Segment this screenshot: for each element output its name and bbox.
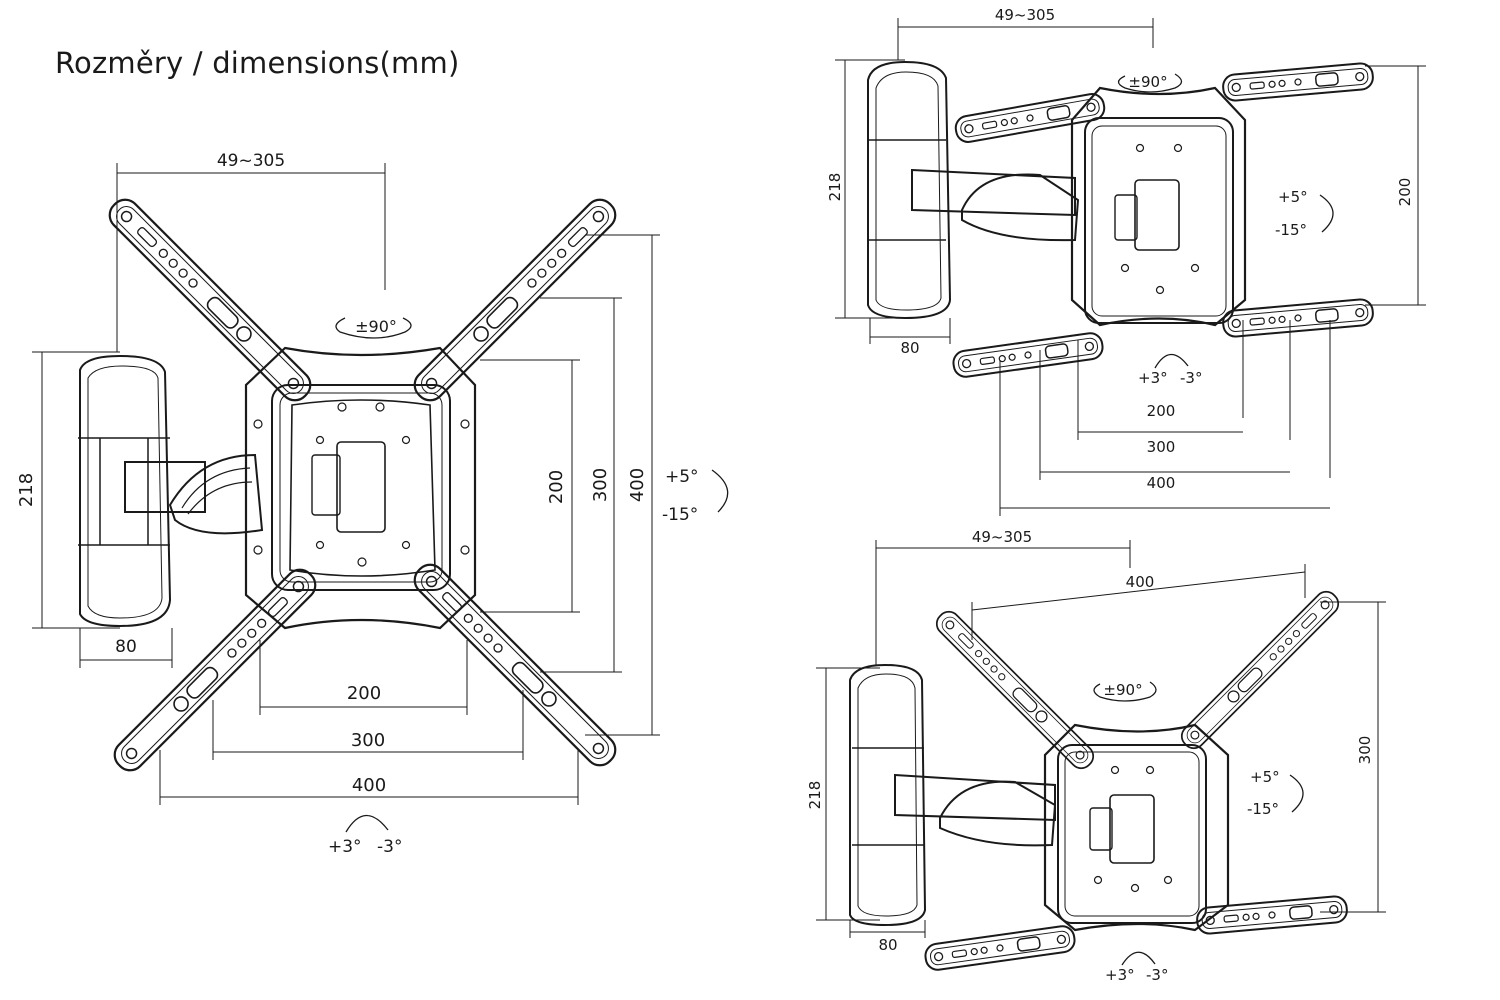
front-swivel-left-label: +3° (328, 837, 362, 857)
side-bottom-dim-wall-height: 218 (806, 667, 880, 921)
side-bottom-wall-depth-label: 80 (878, 936, 897, 954)
front-arm (124, 453, 264, 535)
side-bottom-view: ±90° 49~305 400 300 218 (806, 528, 1386, 984)
side-bottom-tilt-down-label: -15° (1247, 800, 1279, 818)
side-bottom-dim-vertical: 300 (1320, 601, 1386, 913)
side-bottom-dim-arm-range: 49~305 (875, 528, 1131, 665)
front-swivel-right-label: -3° (377, 837, 402, 857)
side-bottom-arm (894, 773, 1057, 847)
side-top-rails (950, 61, 1375, 380)
side-top-swivel-right-label: -3° (1180, 369, 1202, 387)
side-top-swivel-left-label: +3° (1138, 369, 1168, 387)
side-bottom-width-label: 400 (1126, 573, 1155, 591)
side-top-dim-wall-depth: 80 (869, 318, 951, 357)
page-title: Rozměry / dimensions(mm) (55, 46, 460, 80)
front-wall-depth-label: 80 (115, 637, 137, 657)
front-swivel: +3° -3° (328, 814, 402, 857)
front-rotation-label: ±90° (355, 317, 397, 336)
side-bottom-plate (1043, 723, 1230, 932)
front-dim-wall-height: 218 (16, 351, 120, 629)
side-top-view: ±90° 49~305 218 80 200 +5° (826, 6, 1426, 516)
side-bottom-rotation-arrow (1093, 681, 1157, 702)
side-top-tilt-down-label: -15° (1275, 221, 1307, 239)
front-h200-label: 200 (347, 683, 381, 704)
side-bottom-dim-wall-depth: 80 (849, 920, 926, 954)
side-bottom-v300-label: 300 (1356, 736, 1374, 765)
side-top-wall-plate (867, 60, 952, 320)
side-top-dim-vertical: 200 (1365, 65, 1426, 306)
side-bottom-dim-width: 400 (971, 564, 1306, 640)
side-bottom-rotation-label: ±90° (1103, 681, 1142, 699)
front-dim-arm-range: 49~305 (116, 151, 386, 352)
front-wall-plate (78, 354, 172, 628)
side-top-dim-arm-range: 49~305 (897, 6, 1154, 60)
side-top-swivel: +3° -3° (1138, 353, 1202, 387)
side-top-wall-height-label: 218 (826, 173, 844, 202)
front-h400-label: 400 (352, 775, 386, 796)
side-top-tilt: +5° -15° (1275, 188, 1334, 239)
side-bottom-rails (922, 894, 1349, 973)
side-top-h300-label: 300 (1147, 438, 1176, 456)
side-bottom-wall-plate (849, 663, 927, 927)
side-bottom-swivel-right-label: -3° (1146, 966, 1168, 984)
side-bottom-tilt-up-label: +5° (1250, 768, 1280, 786)
front-v200-label: 200 (546, 470, 567, 504)
side-top-plate (1070, 86, 1247, 327)
front-v300-label: 300 (590, 468, 611, 502)
front-dim-horizontal: 200 300 400 (159, 640, 579, 805)
side-top-tilt-up-label: +5° (1278, 188, 1308, 206)
side-bottom-swivel: +3° -3° (1105, 951, 1168, 984)
side-top-dim-horizontal: 200 300 400 (999, 320, 1331, 516)
front-v400-label: 400 (627, 468, 648, 502)
side-bottom-swivel-left-label: +3° (1105, 966, 1135, 984)
front-tilt: +5° -15° (662, 467, 729, 525)
front-h300-label: 300 (351, 730, 385, 751)
front-tilt-down-label: -15° (662, 505, 698, 525)
front-tilt-up-label: +5° (665, 467, 699, 487)
side-top-v200-label: 200 (1396, 178, 1414, 207)
side-top-rotation-arrow (1117, 73, 1183, 93)
front-view: ±90° 49~305 218 80 200 (16, 151, 729, 857)
front-arm-range-label: 49~305 (217, 151, 285, 171)
front-wall-height-label: 218 (16, 473, 37, 507)
side-top-dim-wall-height: 218 (826, 59, 905, 319)
side-top-wall-depth-label: 80 (900, 339, 919, 357)
side-top-arm-range-label: 49~305 (995, 6, 1055, 24)
side-top-arm (911, 168, 1080, 242)
front-dim-vertical: 200 300 400 (480, 234, 660, 736)
side-top-h400-label: 400 (1147, 474, 1176, 492)
side-top-rotation-label: ±90° (1128, 73, 1167, 91)
front-center-plate (244, 346, 477, 630)
side-bottom-tilt: +5° -15° (1247, 768, 1304, 818)
side-top-h200-label: 200 (1147, 402, 1176, 420)
side-bottom-wall-height-label: 218 (806, 781, 824, 810)
front-dim-wall-depth: 80 (79, 628, 173, 668)
side-bottom-arm-range-label: 49~305 (972, 528, 1032, 546)
front-rotation-arrow (335, 317, 412, 339)
